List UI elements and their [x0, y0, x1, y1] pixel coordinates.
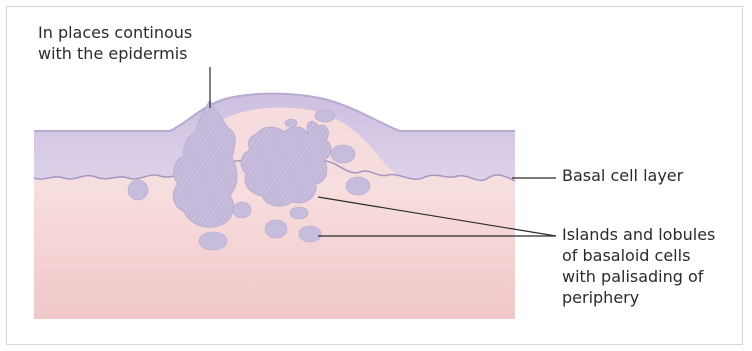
- island-small: [315, 110, 335, 122]
- island-small: [199, 232, 227, 250]
- island-small: [265, 220, 287, 238]
- label-line: Islands and lobules: [562, 224, 715, 245]
- island-small: [290, 207, 308, 219]
- label-line: with the epidermis: [38, 43, 192, 64]
- label-basal-cell-layer: Basal cell layer: [562, 165, 683, 186]
- island-small: [128, 180, 148, 200]
- label-continuous-epidermis: In places continous with the epidermis: [38, 22, 192, 64]
- label-line: with palisading of: [562, 266, 715, 287]
- label-line: of basaloid cells: [562, 245, 715, 266]
- label-islands-lobules: Islands and lobules of basaloid cells wi…: [562, 224, 715, 308]
- island-small: [285, 119, 297, 127]
- island-small: [331, 145, 355, 163]
- island-small: [299, 226, 321, 242]
- label-line: periphery: [562, 287, 715, 308]
- label-line: In places continous: [38, 22, 192, 43]
- island-small: [346, 177, 370, 195]
- island-small: [233, 202, 251, 218]
